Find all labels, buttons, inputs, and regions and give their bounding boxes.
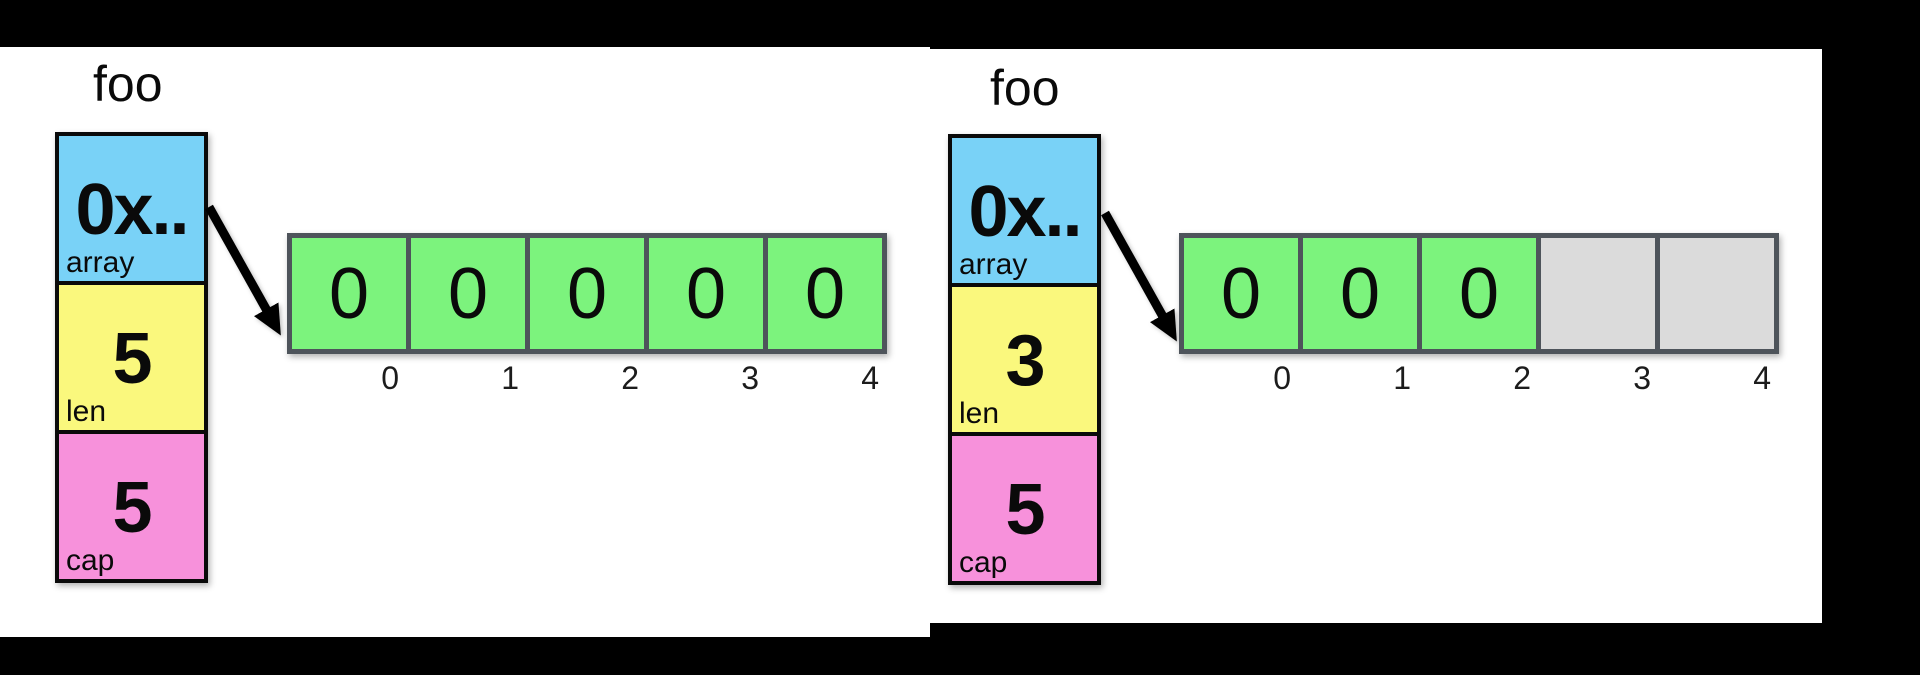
array-cell-unused (1655, 238, 1774, 349)
slice-struct: 0x.. array 3 len 5 cap (948, 134, 1101, 585)
field-label-array: array (66, 245, 135, 279)
array-index-row: 0 1 2 3 4 (287, 359, 887, 397)
index-label: 3 (741, 360, 759, 396)
index-label: 4 (861, 360, 879, 396)
cell-value: 0 (1458, 253, 1500, 334)
index-label: 0 (381, 360, 399, 396)
cell-value: 0 (328, 253, 370, 334)
struct-field-array: 0x.. array (59, 136, 204, 281)
field-label-len: len (959, 396, 1000, 430)
array-cell: 0 (525, 238, 644, 349)
field-label-cap: cap (66, 543, 115, 577)
array-cell: 0 (1417, 238, 1536, 349)
struct-field-len: 3 len (952, 283, 1097, 432)
field-label-array: array (959, 247, 1028, 281)
array-cell: 0 (292, 238, 406, 349)
index-label: 3 (1633, 360, 1651, 396)
len-value: 5 (112, 318, 152, 399)
array-cell: 0 (644, 238, 763, 349)
index-label: 4 (1753, 360, 1771, 396)
field-label-len: len (66, 394, 107, 428)
cell-value: 0 (447, 253, 489, 334)
backing-array: 0 0 0 0 0 (287, 233, 887, 354)
struct-field-array: 0x.. array (952, 138, 1097, 283)
index-label: 1 (1393, 360, 1411, 396)
index-label: 2 (621, 360, 639, 396)
pointer-value: 0x.. (968, 171, 1082, 252)
pointer-value: 0x.. (75, 169, 189, 250)
index-label: 0 (1273, 360, 1291, 396)
slide-panel-left: foo 0x.. array 5 len 5 cap 0 0 0 0 0 0 1 (0, 47, 930, 637)
array-index-row: 0 1 2 3 4 (1179, 359, 1779, 397)
len-value: 3 (1005, 320, 1045, 401)
index-label: 1 (501, 360, 519, 396)
struct-field-cap: 5 cap (59, 430, 204, 579)
slide-panel-right: foo 0x.. array 3 len 5 cap 0 0 0 0 1 (930, 49, 1822, 623)
cell-value: 0 (566, 253, 608, 334)
slice-struct: 0x.. array 5 len 5 cap (55, 132, 208, 583)
cap-value: 5 (1005, 469, 1045, 550)
variable-name-label: foo (93, 56, 163, 112)
array-cell: 0 (763, 238, 882, 349)
array-cell: 0 (1184, 238, 1298, 349)
index-label: 2 (1513, 360, 1531, 396)
pointer-arrow (1101, 210, 1177, 342)
array-cell: 0 (1298, 238, 1417, 349)
cell-value: 0 (1339, 253, 1381, 334)
cell-value: 0 (685, 253, 727, 334)
cap-value: 5 (112, 467, 152, 548)
field-label-cap: cap (959, 545, 1008, 579)
variable-name-label: foo (990, 60, 1060, 116)
backing-array: 0 0 0 (1179, 233, 1779, 354)
array-cell-unused (1536, 238, 1655, 349)
cell-value: 0 (804, 253, 846, 334)
array-cell: 0 (406, 238, 525, 349)
struct-field-cap: 5 cap (952, 432, 1097, 581)
cell-value: 0 (1220, 253, 1262, 334)
pointer-arrow (205, 204, 281, 336)
struct-field-len: 5 len (59, 281, 204, 430)
